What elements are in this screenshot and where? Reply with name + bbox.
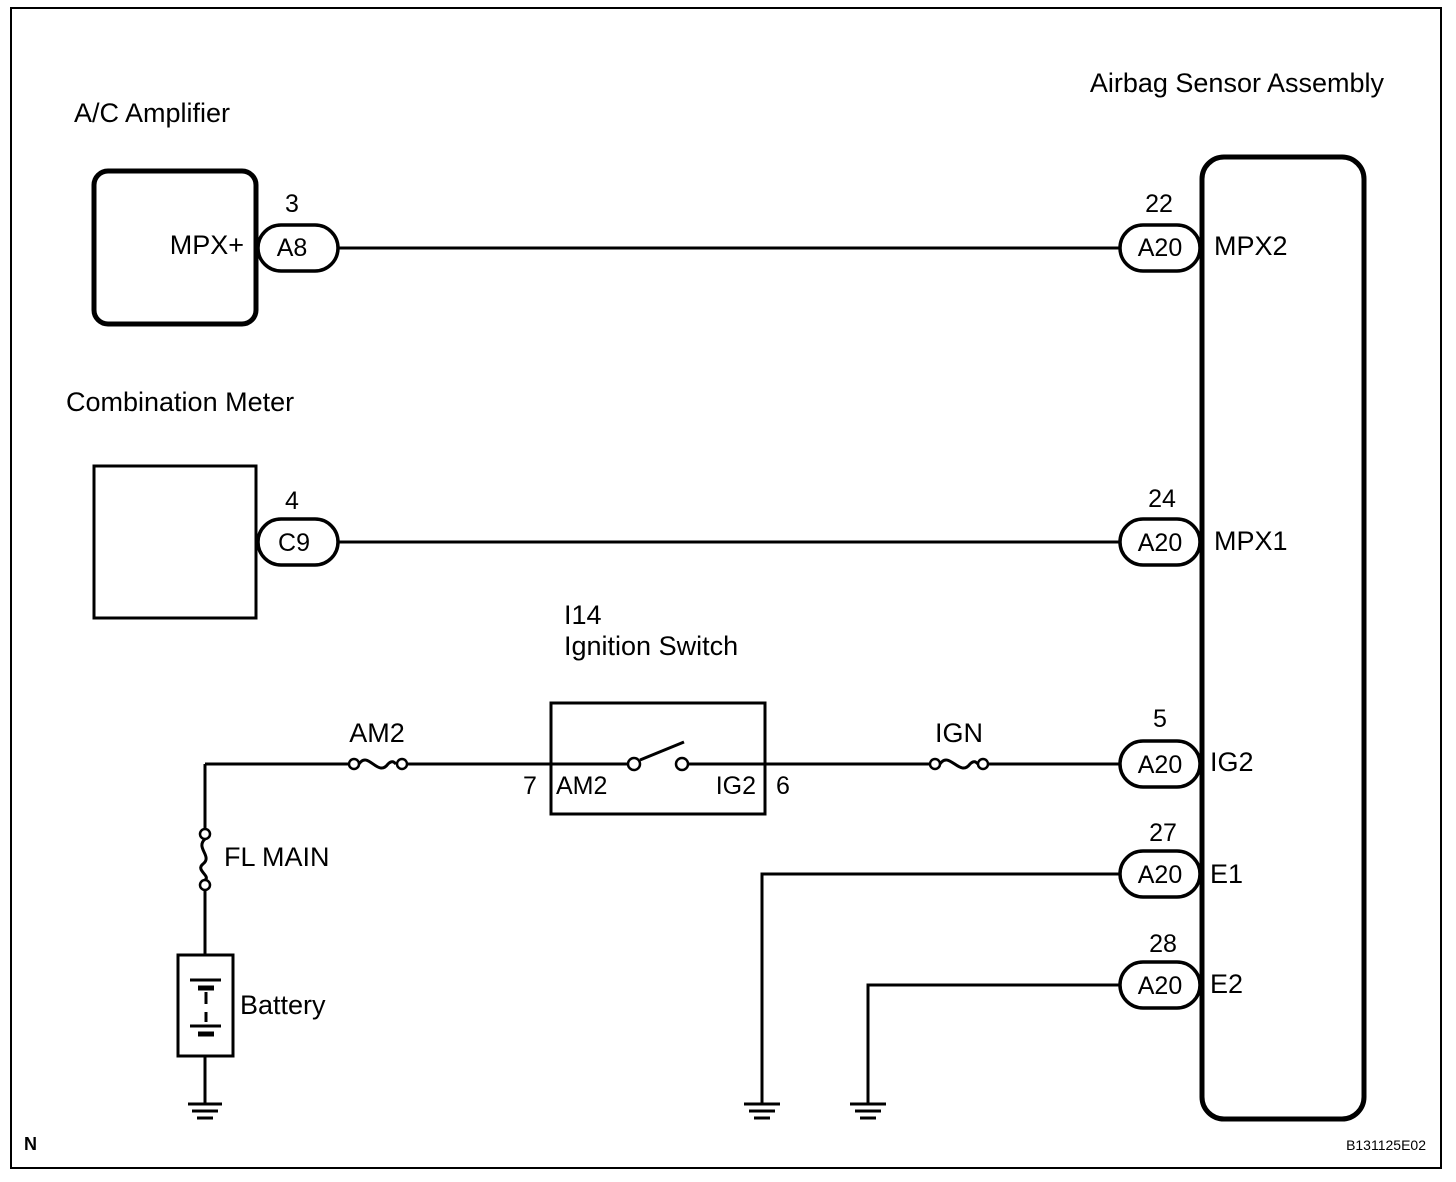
fuse-icon	[928, 757, 990, 771]
airbag-terminal-mpx1: MPX1	[1214, 526, 1288, 556]
ground-icon	[850, 1102, 886, 1120]
airbag-pin-22: 22	[1145, 190, 1173, 218]
airbag-sensor-box	[1199, 154, 1367, 1122]
wire-e1-ground	[760, 872, 1120, 1103]
switch-icon	[551, 740, 765, 772]
combination-meter-title: Combination Meter	[66, 387, 294, 417]
ignition-switch-left-terminal: AM2	[556, 772, 607, 800]
fusible-link-icon	[198, 827, 212, 892]
battery-label: Battery	[240, 990, 326, 1020]
airbag-connector-a20	[1118, 517, 1202, 567]
fuse-icon	[347, 757, 409, 771]
fl-main-label: FL MAIN	[224, 842, 330, 872]
combination-meter-box	[92, 464, 258, 620]
airbag-terminal-e1: E1	[1210, 859, 1243, 889]
am2-fuse-label: AM2	[349, 718, 405, 748]
wire-e2-ground	[866, 983, 1120, 1103]
airbag-pin-28: 28	[1149, 930, 1177, 958]
airbag-connector-label: A20	[1138, 861, 1182, 889]
ignition-switch-left-pin: 7	[523, 772, 537, 800]
airbag-connector-label: A20	[1138, 234, 1182, 262]
ac-amplifier-box	[91, 168, 259, 327]
ac-amplifier-terminal: MPX+	[170, 230, 244, 260]
ignition-switch-right-pin: 6	[776, 772, 790, 800]
ignition-switch-code: I14	[564, 600, 602, 630]
airbag-terminal-e2: E2	[1210, 969, 1243, 999]
combination-meter-connector-label: C9	[278, 529, 310, 557]
diagram-frame	[10, 7, 1442, 1169]
ground-icon	[744, 1102, 780, 1120]
airbag-pin-24: 24	[1148, 485, 1176, 513]
ignition-switch-box	[549, 701, 767, 816]
combination-meter-pin: 4	[285, 487, 299, 515]
ignition-switch-right-terminal: IG2	[716, 772, 756, 800]
battery-icon	[176, 953, 235, 1058]
airbag-connector-label: A20	[1138, 751, 1182, 779]
airbag-sensor-title: Airbag Sensor Assembly	[1090, 68, 1385, 98]
airbag-terminal-ig2: IG2	[1210, 747, 1254, 777]
corner-mark: N	[24, 1134, 37, 1154]
ign-fuse-label: IGN	[935, 718, 983, 748]
airbag-terminal-mpx2: MPX2	[1214, 231, 1288, 261]
airbag-pin-5: 5	[1153, 705, 1167, 733]
airbag-connector-a20	[1118, 223, 1202, 273]
ac-amplifier-pin: 3	[285, 190, 299, 218]
ground-icon	[188, 1102, 222, 1120]
ac-amplifier-connector-label: A8	[277, 234, 308, 262]
airbag-pin-27: 27	[1149, 819, 1177, 847]
airbag-connector-label: A20	[1138, 529, 1182, 557]
ignition-switch-title: Ignition Switch	[564, 631, 738, 661]
airbag-connector-label: A20	[1138, 972, 1182, 1000]
ac-amplifier-title: A/C Amplifier	[74, 98, 230, 128]
figure-code: B131125E02	[1346, 1137, 1426, 1153]
